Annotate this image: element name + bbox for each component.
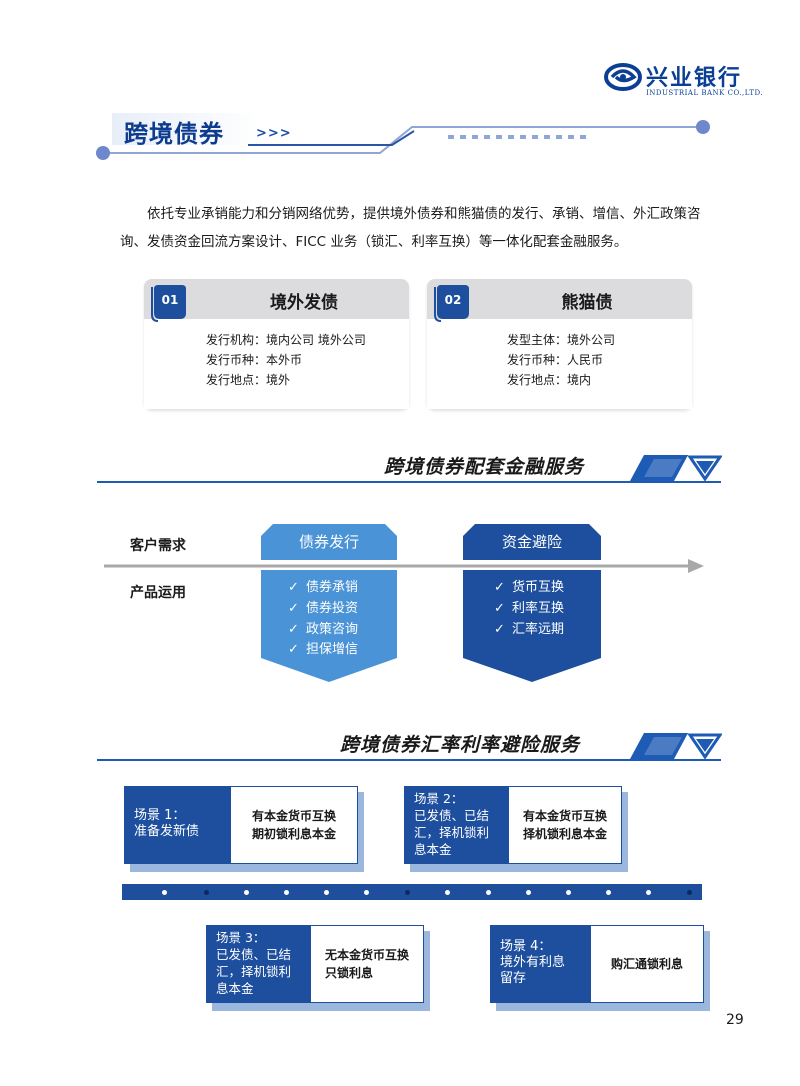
scene-2-label: 场景 2： 已发债、已结 汇，择机锁利 息本金 — [404, 786, 508, 864]
header-decoration — [96, 113, 710, 160]
section-title-financial-services: 跨境债券配套金融服务 — [384, 456, 585, 478]
check-icon: ✓ — [288, 622, 299, 637]
bond-issuance-item: ✓债券承销 — [288, 580, 359, 595]
card-line: 发行地点：境内 — [507, 373, 592, 387]
scene-2-desc: 有本金货币互换 择机锁利息本金 — [508, 786, 622, 864]
card-title: 境外发债 — [270, 293, 338, 313]
fund-hedging-item: ✓货币互换 — [494, 580, 565, 595]
bank-name: 兴业银行 — [646, 65, 743, 91]
timeline-dot — [162, 890, 167, 895]
page-number: 29 — [726, 1012, 744, 1028]
check-icon: ✓ — [288, 580, 299, 595]
bond-issuance-shape — [261, 524, 397, 682]
timeline-dot — [445, 890, 450, 895]
timeline-bar — [122, 884, 702, 900]
timeline-dot — [646, 890, 651, 895]
timeline-dot — [606, 890, 611, 895]
card-panda-bond: 02 熊猫债 发型主体：境外公司 发行币种：人民币 发行地点：境内 — [427, 279, 692, 409]
card-title: 熊猫债 — [561, 293, 613, 313]
card-line: 发行币种：人民币 — [507, 353, 604, 367]
timeline-dot — [486, 890, 491, 895]
bond-issuance-item: ✓政策咨询 — [288, 622, 359, 637]
card-offshore-bond: 01 境外发债 发行机构：境内公司 境外公司 发行币种：本外币 发行地点：境外 — [144, 279, 409, 409]
check-icon: ✓ — [494, 622, 505, 637]
page-title: 跨境债券 — [124, 120, 224, 148]
timeline-dot — [405, 890, 410, 895]
bank-english-name: INDUSTRIAL BANK CO.,LTD. — [646, 89, 764, 97]
check-icon: ✓ — [288, 642, 299, 657]
timeline-dot — [204, 890, 209, 895]
section-rule — [97, 759, 721, 761]
timeline-dot — [687, 890, 692, 895]
card-line: 发行地点：境外 — [206, 373, 291, 387]
card-body — [144, 319, 409, 409]
scene-1-desc: 有本金货币互换 期初锁利息本金 — [230, 786, 358, 864]
number-badge-icon — [434, 285, 469, 322]
check-icon: ✓ — [288, 601, 299, 616]
card-line: 发型主体：境外公司 — [507, 333, 616, 347]
flow-arrow — [104, 559, 704, 573]
fund-hedging-item: ✓汇率远期 — [494, 622, 565, 637]
timeline-dot — [244, 890, 249, 895]
section-banner-decoration — [630, 733, 722, 760]
fund-hedging-shape — [463, 524, 601, 682]
timeline-dot — [324, 890, 329, 895]
fund-hedging-title: 资金避险 — [501, 533, 562, 551]
section-rule — [97, 481, 721, 483]
card-line: 发行币种：本外币 — [206, 353, 303, 367]
bank-logo-icon — [604, 63, 642, 91]
row-label-product: 产品运用 — [130, 585, 186, 601]
scene-1-label: 场景 1： 准备发新债 — [124, 786, 230, 864]
section-banner-decoration — [630, 455, 722, 482]
card-number: 02 — [444, 293, 462, 307]
check-icon: ✓ — [494, 580, 505, 595]
card-body — [427, 319, 692, 409]
timeline-dot — [526, 890, 531, 895]
check-icon: ✓ — [494, 601, 505, 616]
scene-3-label: 场景 3： 已发债、已结 汇，择机锁利 息本金 — [206, 925, 310, 1003]
card-number: 01 — [161, 293, 179, 307]
bond-issuance-title: 债券发行 — [298, 533, 359, 551]
scene-4-desc: 购汇通锁利息 — [590, 925, 704, 1003]
timeline-dot — [364, 890, 369, 895]
number-badge-icon — [151, 285, 186, 322]
fund-hedging-item: ✓利率互换 — [494, 601, 565, 616]
card-header — [144, 279, 409, 319]
section-title-hedging-services: 跨境债券汇率利率避险服务 — [340, 734, 581, 756]
scene-3-desc: 无本金货币互换 只锁利息 — [310, 925, 424, 1003]
title-arrows: >>> — [256, 126, 292, 141]
intro-paragraph: 依托专业承销能力和分销网络优势，提供境外债券和熊猫债的发行、承销、增信、外汇政策… — [120, 206, 701, 250]
bond-issuance-item: ✓担保增信 — [288, 642, 359, 657]
timeline-dot — [284, 890, 289, 895]
card-header — [427, 279, 692, 319]
timeline-dot — [566, 890, 571, 895]
bond-issuance-item: ✓债券投资 — [288, 601, 359, 616]
row-label-demand: 客户需求 — [130, 538, 186, 554]
scene-4-label: 场景 4： 境外有利息 留存 — [490, 925, 590, 1003]
card-line: 发行机构：境内公司 境外公司 — [206, 333, 366, 347]
